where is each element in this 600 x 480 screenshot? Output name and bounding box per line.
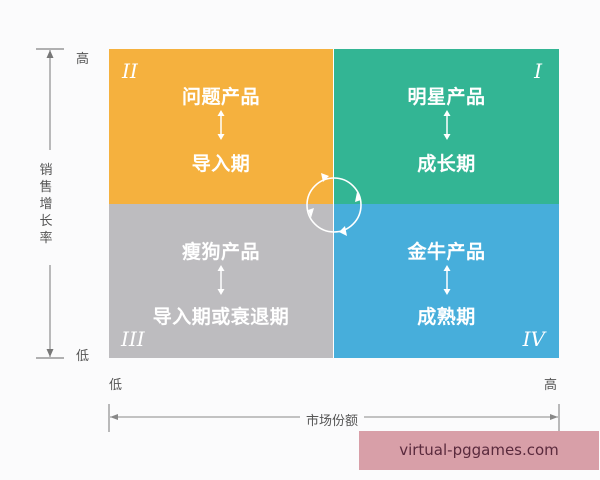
roman-numeral-iv: IV — [522, 327, 545, 351]
y-axis-title: 销售增长率 — [38, 162, 54, 247]
roman-numeral-iii: III — [121, 327, 145, 351]
y-axis-arrow — [36, 48, 64, 359]
quadrant-stage-label: 成长期 — [417, 153, 476, 175]
roman-numeral-i: I — [534, 59, 542, 83]
x-axis-title: 市场份额 — [300, 410, 365, 429]
quadrant-divider — [333, 49, 334, 358]
x-axis-low-label: 低 — [109, 378, 123, 393]
double-arrow-icon — [217, 265, 225, 295]
quadrant-product-label: 问题产品 — [181, 86, 260, 108]
quadrant-stage-label: 成熟期 — [417, 306, 476, 328]
watermark: virtual-pggames.com — [359, 431, 599, 470]
roman-numeral-ii: II — [122, 59, 138, 83]
quadrant-product-label: 瘦狗产品 — [181, 241, 260, 263]
double-arrow-icon — [217, 110, 225, 140]
quadrant-stage-label: 导入期 — [191, 153, 251, 175]
quadrant-product-label: 明星产品 — [407, 86, 486, 108]
quadrant-question-mark: II 问题产品 导入期 — [109, 49, 333, 204]
quadrant-dog: III 瘦狗产品 导入期或衰退期 — [109, 204, 333, 358]
cycle-arrows-icon — [306, 173, 362, 236]
double-arrow-icon — [443, 265, 450, 295]
quadrant-product-label: 金牛产品 — [407, 241, 486, 263]
y-axis-high-label: 高 — [76, 52, 90, 67]
y-axis-low-label: 低 — [76, 349, 90, 364]
double-arrow-icon — [443, 110, 450, 140]
x-axis-high-label: 高 — [544, 378, 558, 393]
quadrant-star: I 明星产品 成长期 — [334, 49, 559, 204]
quadrant-cash-cow: IV 金牛产品 成熟期 — [334, 204, 559, 358]
quadrant-stage-label: 导入期或衰退期 — [152, 306, 290, 328]
